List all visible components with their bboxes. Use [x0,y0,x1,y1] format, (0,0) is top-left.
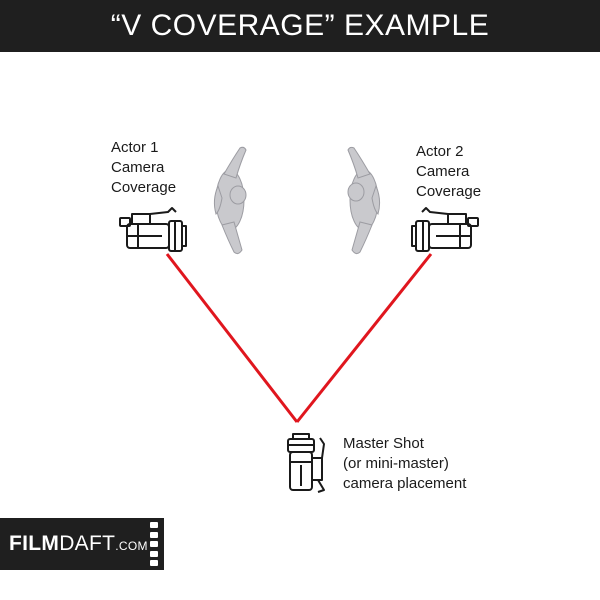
title-banner: “V COVERAGE” EXAMPLE [0,0,600,52]
logo-text: FILMDAFT.COM [9,532,148,556]
logo-bold: FILM [9,532,60,555]
coverage-line-left [165,253,299,423]
logo-normal: DAFT [59,532,116,555]
actor-1-label-line1: Actor 1 [111,139,159,156]
actor-2-camcorder-icon [411,207,479,252]
master-label-line3: camera placement [343,475,467,492]
logo-suffix: .COM [115,539,148,553]
actor-1-label-line2: Camera [111,159,165,176]
master-label-line1: Master Shot [343,435,424,452]
actor-2-label: Actor 2 Camera Coverage [416,142,481,202]
coverage-line-right [295,253,433,423]
actor-1-figure-icon [213,146,247,255]
master-camcorder-icon [287,433,325,493]
actor-2-figure-icon [347,146,381,255]
filmdaft-logo: FILMDAFT.COM [0,518,164,570]
film-strip-icon [150,522,158,566]
actor-2-label-line3: Coverage [416,183,482,200]
master-label-line2: (or mini-master) [343,455,449,472]
actor-1-label: Actor 1 Camera Coverage [111,138,176,198]
master-shot-label: Master Shot (or mini-master) camera plac… [343,434,466,494]
page-title: “V COVERAGE” EXAMPLE [110,9,490,42]
actor-2-label-line2: Camera [416,163,470,180]
actor-1-camcorder-icon [119,207,187,252]
actor-2-label-line1: Actor 2 [416,143,464,160]
actor-1-label-line3: Coverage [111,179,177,196]
